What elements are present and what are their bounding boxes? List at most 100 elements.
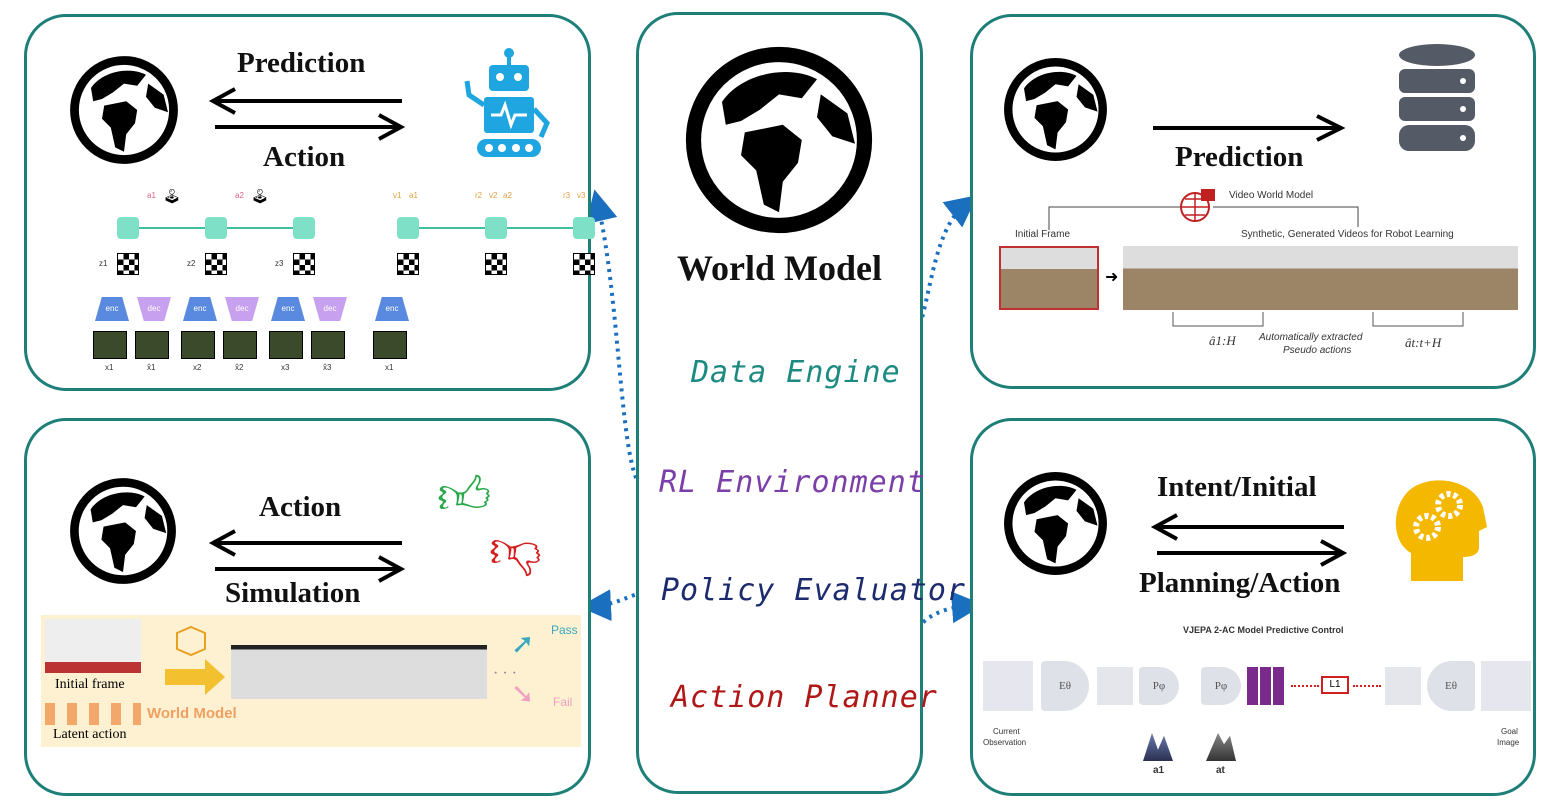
latent-action-label: Latent action xyxy=(53,727,127,742)
input-label: x2 xyxy=(193,363,202,372)
panel-policy-evaluator: Action Simulation 👍︎ 👎︎ Initial frame La… xyxy=(24,418,591,796)
world-model-arrow-icon xyxy=(165,625,225,695)
a1-label: a1 xyxy=(1153,765,1165,776)
goal-image xyxy=(1481,661,1531,711)
generated-video-strip xyxy=(1123,246,1518,310)
observation-label: Observation xyxy=(983,738,1027,747)
latent-grid xyxy=(205,253,227,275)
latent-grid xyxy=(397,253,419,275)
output-label: v3 xyxy=(577,191,586,200)
input-label: x1 xyxy=(385,363,394,372)
goal-label: Goal xyxy=(1501,727,1518,736)
bidirectional-arrows xyxy=(208,529,406,583)
hidden-state-node xyxy=(205,217,227,239)
output-label: v1 xyxy=(393,191,402,200)
video-globe-icon xyxy=(1180,189,1215,222)
latent-label: z3 xyxy=(275,259,284,268)
reconstruction-label: x̂3 xyxy=(323,363,332,372)
encoder-block: enc xyxy=(375,297,409,321)
input-label: x1 xyxy=(105,363,114,372)
initial-frame-image xyxy=(999,246,1099,310)
latent-grid xyxy=(293,253,315,275)
latent-grid xyxy=(573,253,595,275)
image-label: Image xyxy=(1497,738,1520,747)
latent-grid xyxy=(485,253,507,275)
input-frame xyxy=(269,331,303,359)
center-panel: World Model Data Engine RL Environment P… xyxy=(636,12,965,794)
vjepa-title: VJEPA 2-AC Model Predictive Control xyxy=(1183,625,1344,635)
encoder-block: Eθ xyxy=(1041,661,1089,711)
hidden-state-node xyxy=(485,217,507,239)
generated-videos-label: Synthetic, Generated Videos for Robot Le… xyxy=(1241,229,1454,240)
panel-action-planner: Intent/Initial Planning/Action VJEPA 2-A… xyxy=(970,418,1536,796)
globe-icon xyxy=(1003,471,1108,576)
pass-arrow-icon: ➚ xyxy=(511,629,535,660)
brackets xyxy=(1172,312,1464,327)
planning-label: Planning/Action xyxy=(1139,567,1341,599)
loss-box: L1 xyxy=(1321,676,1349,694)
video-world-model-label: Video World Model xyxy=(1229,190,1314,201)
decoder-block: dec xyxy=(313,297,347,321)
pseudo-caption-2: Pseudo actions xyxy=(1283,345,1352,356)
latent-grid xyxy=(1097,667,1133,705)
prediction-label: Prediction xyxy=(1175,141,1304,173)
database-icon xyxy=(1399,44,1475,151)
encoder-block: enc xyxy=(271,297,305,321)
globe-icon xyxy=(69,55,179,165)
rl-env-connector xyxy=(586,189,642,487)
encoder-block: enc xyxy=(183,297,217,321)
joystick-icon: 🕹︎ xyxy=(251,190,269,205)
intent-label: Intent/Initial xyxy=(1157,471,1317,503)
robot-icon xyxy=(464,48,550,157)
world-model-title: World Model xyxy=(677,248,882,288)
role-data-engine: Data Engine xyxy=(691,355,901,390)
latent-label: z1 xyxy=(99,259,108,268)
reconstructed-frame xyxy=(135,331,169,359)
role-policy-evaluator: Policy Evaluator xyxy=(661,573,966,608)
fail-arrow-icon: ➘ xyxy=(511,679,535,710)
input-label: x3 xyxy=(281,363,290,372)
at-label: at xyxy=(1216,765,1225,776)
prediction-label: Prediction xyxy=(237,47,366,79)
encoder-block: enc xyxy=(95,297,129,321)
input-frame xyxy=(93,331,127,359)
pseudo-caption-1: Automatically extracted xyxy=(1259,332,1363,343)
role-rl-environment: RL Environment xyxy=(659,465,926,500)
latent-action-bars xyxy=(45,703,141,725)
predictor-block-1: Pφ xyxy=(1139,667,1179,705)
current-observation-image xyxy=(983,661,1033,711)
latent-label: z2 xyxy=(187,259,196,268)
reconstructed-frame xyxy=(311,331,345,359)
thumbs-down-icon: 👎︎ xyxy=(489,522,542,579)
role-action-planner: Action Planner xyxy=(671,680,938,715)
transition-arrow xyxy=(507,227,573,229)
action-label: a1 xyxy=(147,191,156,200)
output-label: r3 xyxy=(563,191,571,200)
action-label: Action xyxy=(259,491,342,523)
predictor-block-2: Pφ xyxy=(1201,667,1241,705)
goal-latent-grid xyxy=(1385,667,1421,705)
bidirectional-arrows xyxy=(1150,513,1348,567)
initial-frame-image xyxy=(45,619,141,673)
transition-arrow xyxy=(139,227,205,229)
bidirectional-arrows xyxy=(208,87,406,141)
output-label: a2 xyxy=(503,191,512,200)
evaluation-figure: Initial frame Latent action World Model … xyxy=(41,615,581,747)
initial-frame-label: Initial Frame xyxy=(1015,229,1071,240)
transition-arrow xyxy=(227,227,293,229)
loss-arrow-left xyxy=(1291,685,1319,687)
latent-grid xyxy=(117,253,139,275)
arrow-icon: ➜ xyxy=(1105,269,1119,286)
action-distribution-t-icon xyxy=(1206,733,1236,761)
transition-arrow xyxy=(419,227,485,229)
prediction-arrow xyxy=(1153,114,1346,142)
world-model-label: World Model xyxy=(147,705,237,722)
panel-data-engine: Prediction Video World Model Initial Fra… xyxy=(970,14,1536,389)
action-distribution-1-icon xyxy=(1143,733,1173,761)
ellipsis: · · · xyxy=(493,665,517,682)
simulated-frames xyxy=(231,645,487,699)
action-label: a2 xyxy=(235,191,244,200)
action-label: Action xyxy=(263,141,346,173)
